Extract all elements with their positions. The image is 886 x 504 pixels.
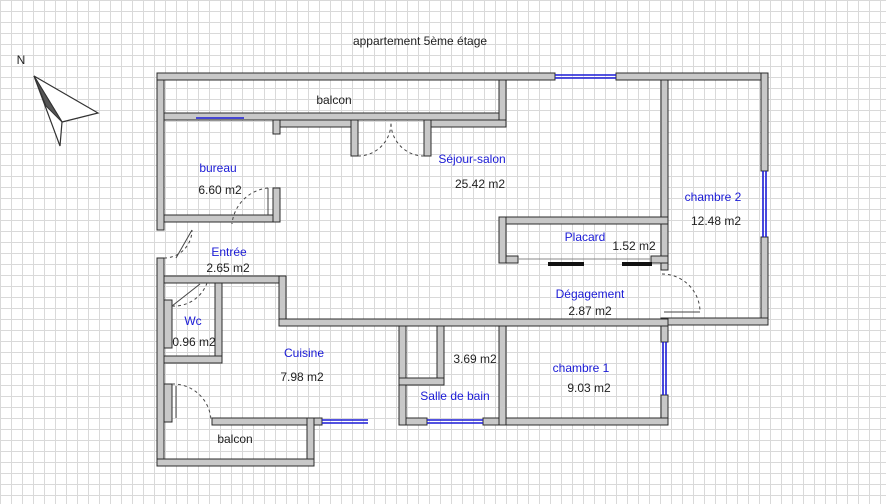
placard-label: Placard [565,230,606,244]
entree-area: 2.65 m2 [206,261,250,275]
walls [156,72,769,467]
sdb-area: 3.69 m2 [453,352,497,366]
placard-area: 1.52 m2 [612,239,656,253]
cuisine-area: 7.98 m2 [280,370,324,384]
door-leaves [171,188,700,418]
degagement-area: 2.87 m2 [568,304,612,318]
sdb-label: Salle de bain [420,389,489,403]
degagement-label: Dégagement [556,287,625,301]
cuisine-label: Cuisine [284,346,324,360]
wc-area: 0.96 m2 [172,335,216,349]
balcon-bottom-label: balcon [217,432,252,446]
bureau-label: bureau [199,161,236,175]
room-labels: balcon bureau 6.60 m2 Séjour-salon 25.42… [172,93,741,446]
chambre1-area: 9.03 m2 [567,381,611,395]
bureau-area: 6.60 m2 [198,183,242,197]
north-arrow-icon: N [17,53,100,147]
sejour-label: Séjour-salon [438,152,505,166]
chambre2-area: 12.48 m2 [691,214,741,228]
plan-title: appartement 5ème étage [353,34,487,48]
placard-sliding-doors [518,258,652,266]
windows [196,74,767,424]
north-label: N [17,53,26,67]
door-swings [163,122,701,422]
wc-label: Wc [184,314,201,328]
entree-label: Entrée [211,245,247,259]
chambre1-label: chambre 1 [553,361,610,375]
chambre2-label: chambre 2 [685,190,742,204]
sejour-area: 25.42 m2 [455,177,505,191]
balcon-top-label: balcon [316,93,351,107]
